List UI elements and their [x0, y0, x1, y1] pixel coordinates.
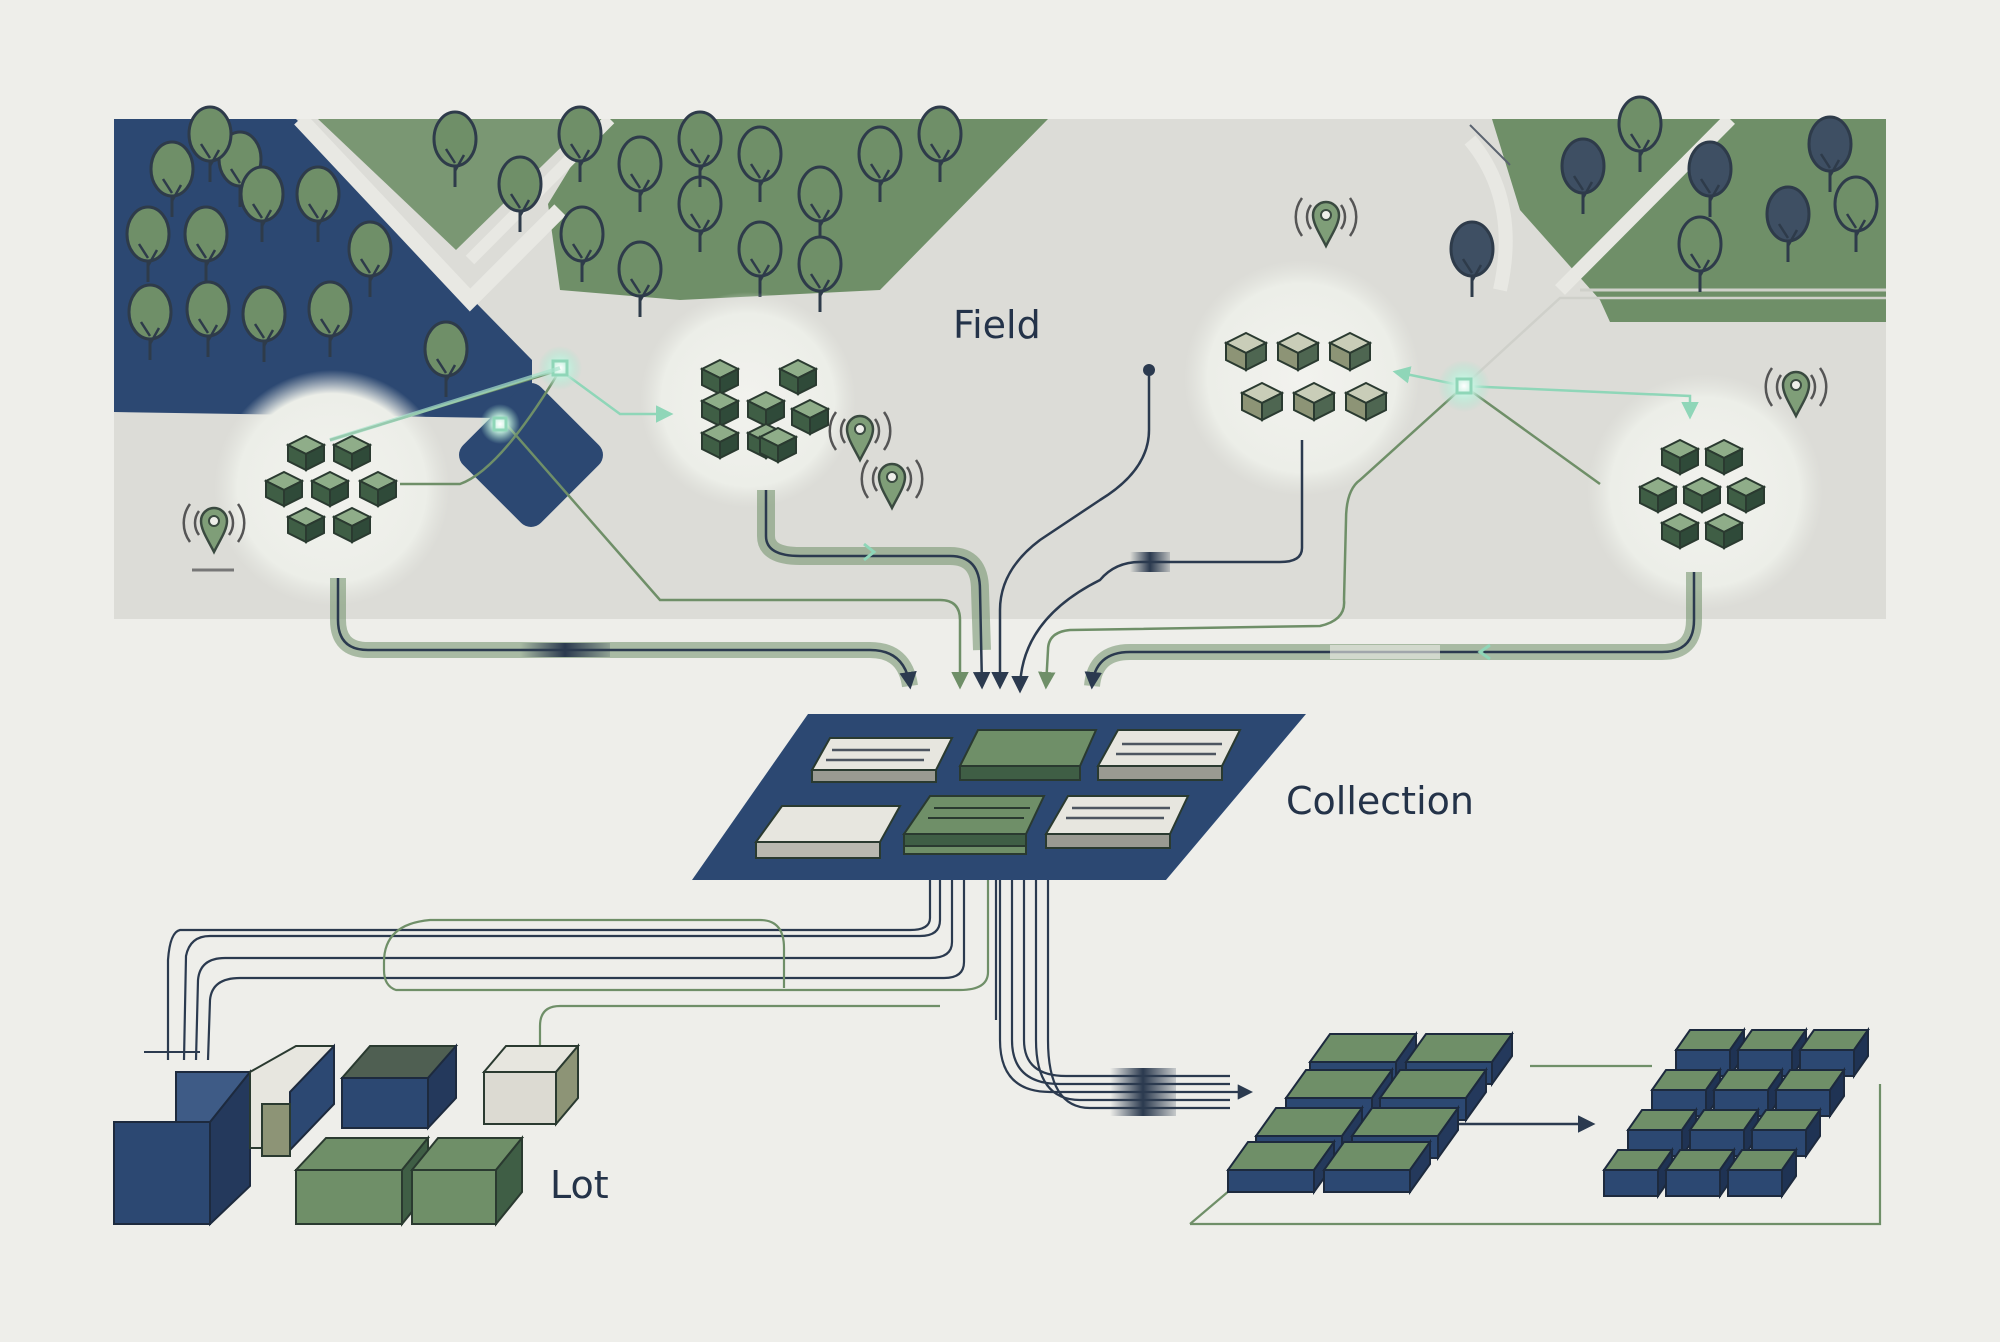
- field-label: Field: [953, 303, 1041, 347]
- lot-region: Lot: [113, 1043, 609, 1227]
- lot-crate: [339, 1043, 459, 1131]
- crate-icon: [1726, 1146, 1798, 1200]
- lot-crate: [249, 1043, 335, 1157]
- distribution-region: [1189, 1026, 1882, 1226]
- crate-grid: [1602, 1026, 1870, 1200]
- pallet-stack: [1226, 1030, 1514, 1196]
- lot-crate: [293, 1135, 431, 1227]
- collection-tray: [754, 805, 902, 859]
- collection-label: Collection: [1286, 779, 1474, 823]
- collection-tray: [810, 737, 954, 783]
- collection-tray: [1096, 729, 1242, 781]
- inbound-flows: [330, 364, 1702, 694]
- crate-icon: [1602, 1146, 1674, 1200]
- crate-icon: [1798, 1026, 1870, 1080]
- collection-tray: [902, 795, 1046, 855]
- lot-crate: [113, 1069, 253, 1227]
- crate-icon: [1650, 1066, 1722, 1120]
- outbound-flows: [166, 880, 1254, 1116]
- location-pin-icon: [182, 502, 246, 572]
- collection-tray: [958, 729, 1098, 781]
- collection-tray: [1044, 795, 1190, 849]
- crate-icon: [1664, 1146, 1736, 1200]
- field-region: Field: [114, 95, 1886, 690]
- lot-label: Lot: [550, 1163, 609, 1207]
- collection-platform: Collection: [692, 714, 1474, 880]
- lot-crate: [481, 1043, 581, 1127]
- lot-crate: [409, 1135, 525, 1227]
